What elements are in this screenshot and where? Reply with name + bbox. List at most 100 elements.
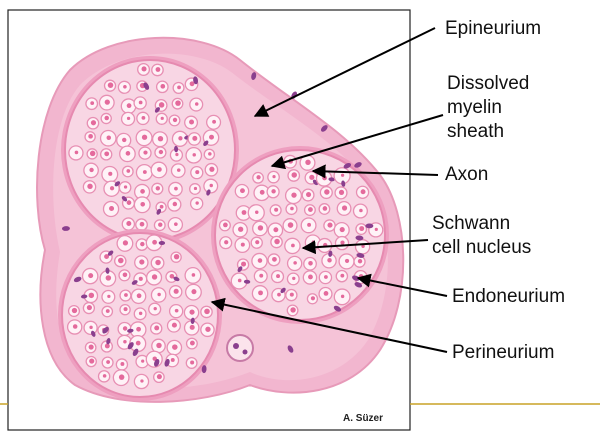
nerve-fiber <box>286 272 300 286</box>
nerve-fiber <box>354 239 371 255</box>
nerve-fiber <box>170 251 182 263</box>
epineurium-nucleus <box>251 72 257 80</box>
nerve-fiber <box>81 267 99 285</box>
schwann-nucleus <box>206 189 211 196</box>
nerve-fiber <box>189 196 204 211</box>
nerve-fiber <box>269 204 282 217</box>
arrow-dissolved-myelin <box>270 114 444 170</box>
nerve-fiber <box>252 220 268 237</box>
nerve-fiber <box>151 182 164 195</box>
nerve-fiber <box>286 255 303 272</box>
nerve-fiber <box>284 237 301 255</box>
nerve-fiber <box>287 169 301 182</box>
label-dissolved-line2: myelin <box>447 97 502 118</box>
nerve-fiber <box>184 266 202 284</box>
nerve-fiber <box>134 255 149 270</box>
nerve-fiber <box>103 79 117 92</box>
nerve-fiber <box>353 255 366 268</box>
schwann-nucleus <box>243 279 251 284</box>
schwann-nucleus <box>127 328 134 333</box>
nerve-fiber <box>112 369 130 387</box>
label-epineurium: Epineurium <box>445 18 542 39</box>
schwann-nucleus <box>106 338 111 345</box>
nerve-fiber <box>171 97 184 110</box>
nerve-fiber <box>301 188 315 202</box>
nerve-fiber <box>150 161 168 179</box>
nerve-fiber <box>101 305 114 318</box>
nerve-fiber <box>116 132 132 149</box>
nerve-fiber <box>100 112 112 125</box>
schwann-nucleus <box>80 294 88 299</box>
nerve-fiber <box>166 318 181 333</box>
schwann-nucleus <box>105 267 110 274</box>
nerve-fiber <box>150 256 165 270</box>
nerve-fiber <box>167 216 184 233</box>
nerve-fiber <box>85 97 99 111</box>
nerve-fiber <box>286 304 299 317</box>
epineurium-nucleus <box>287 345 294 353</box>
nerve-fiber <box>135 129 153 147</box>
arrow-schwann-nucleus <box>301 239 429 255</box>
nerve-fiber <box>232 221 248 238</box>
nerve-fiber <box>167 197 182 212</box>
nerve-fiber <box>154 146 167 159</box>
epineurium-nucleus <box>73 276 82 283</box>
nerve-fiber <box>300 217 317 234</box>
nerve-fiber <box>318 203 331 215</box>
nerve-fiber <box>100 340 113 353</box>
nerve-fiber <box>133 307 147 321</box>
schwann-nucleus <box>91 330 96 337</box>
nerve-fiber <box>121 217 136 231</box>
fascicle-lower <box>58 229 222 401</box>
schwann-nucleus <box>203 140 209 146</box>
nerve-fiber <box>119 145 136 163</box>
nerve-fiber <box>86 116 100 130</box>
arrow-axon <box>311 164 439 179</box>
nerve-fiber <box>84 341 97 354</box>
epineurium-nucleus <box>343 162 352 169</box>
nerve-fiber <box>168 114 181 127</box>
epineurium-nucleus <box>154 358 160 367</box>
nerve-fiber <box>253 269 268 284</box>
schwann-nucleus <box>114 181 121 187</box>
nerve-fiber <box>184 283 202 301</box>
nerve-fiber <box>252 171 264 184</box>
schwann-nucleus <box>158 241 166 246</box>
label-axon: Axon <box>445 164 489 185</box>
schwann-nucleus <box>154 107 160 113</box>
schwann-nucleus <box>131 280 138 285</box>
nerve-fiber <box>117 80 132 94</box>
nerve-fiber <box>133 196 151 214</box>
nerve-fiber <box>153 219 166 232</box>
label-schwann-line2: cell nucleus <box>432 237 532 258</box>
nerve-fiber <box>206 114 222 130</box>
nerve-fiber <box>270 235 283 249</box>
nerve-fiber <box>82 301 96 315</box>
nerve-fiber <box>115 358 129 371</box>
nerve-fiber <box>285 288 298 302</box>
nerve-fiber <box>219 236 233 250</box>
nerve-fiber <box>319 185 333 200</box>
nerve-fiber <box>148 302 162 316</box>
nerve-fiber <box>114 254 127 268</box>
label-schwann-cell-nucleus: Schwann cell nucleus <box>432 212 531 260</box>
schwann-nucleus <box>121 196 128 202</box>
schwann-nucleus <box>174 145 179 153</box>
label-dissolved-line1: Dissolved <box>447 73 530 94</box>
nerve-fiber <box>168 181 183 197</box>
epineurium-nucleus <box>193 76 199 85</box>
nerve-fiber <box>267 222 284 239</box>
nerve-fiber <box>66 319 83 335</box>
nerve-fiber <box>118 269 131 282</box>
nerve-fiber <box>101 165 119 183</box>
nerve-fiber <box>282 218 298 234</box>
nerve-fiber <box>172 81 185 94</box>
epineurium-nucleus <box>61 226 70 231</box>
nerve-fiber <box>338 253 355 270</box>
label-schwann-line1: Schwann <box>432 213 511 234</box>
nerve-fiber <box>352 203 368 219</box>
nerve-fiber <box>335 269 349 283</box>
nerve-fiber <box>333 288 351 306</box>
schwann-nucleus <box>237 266 243 273</box>
